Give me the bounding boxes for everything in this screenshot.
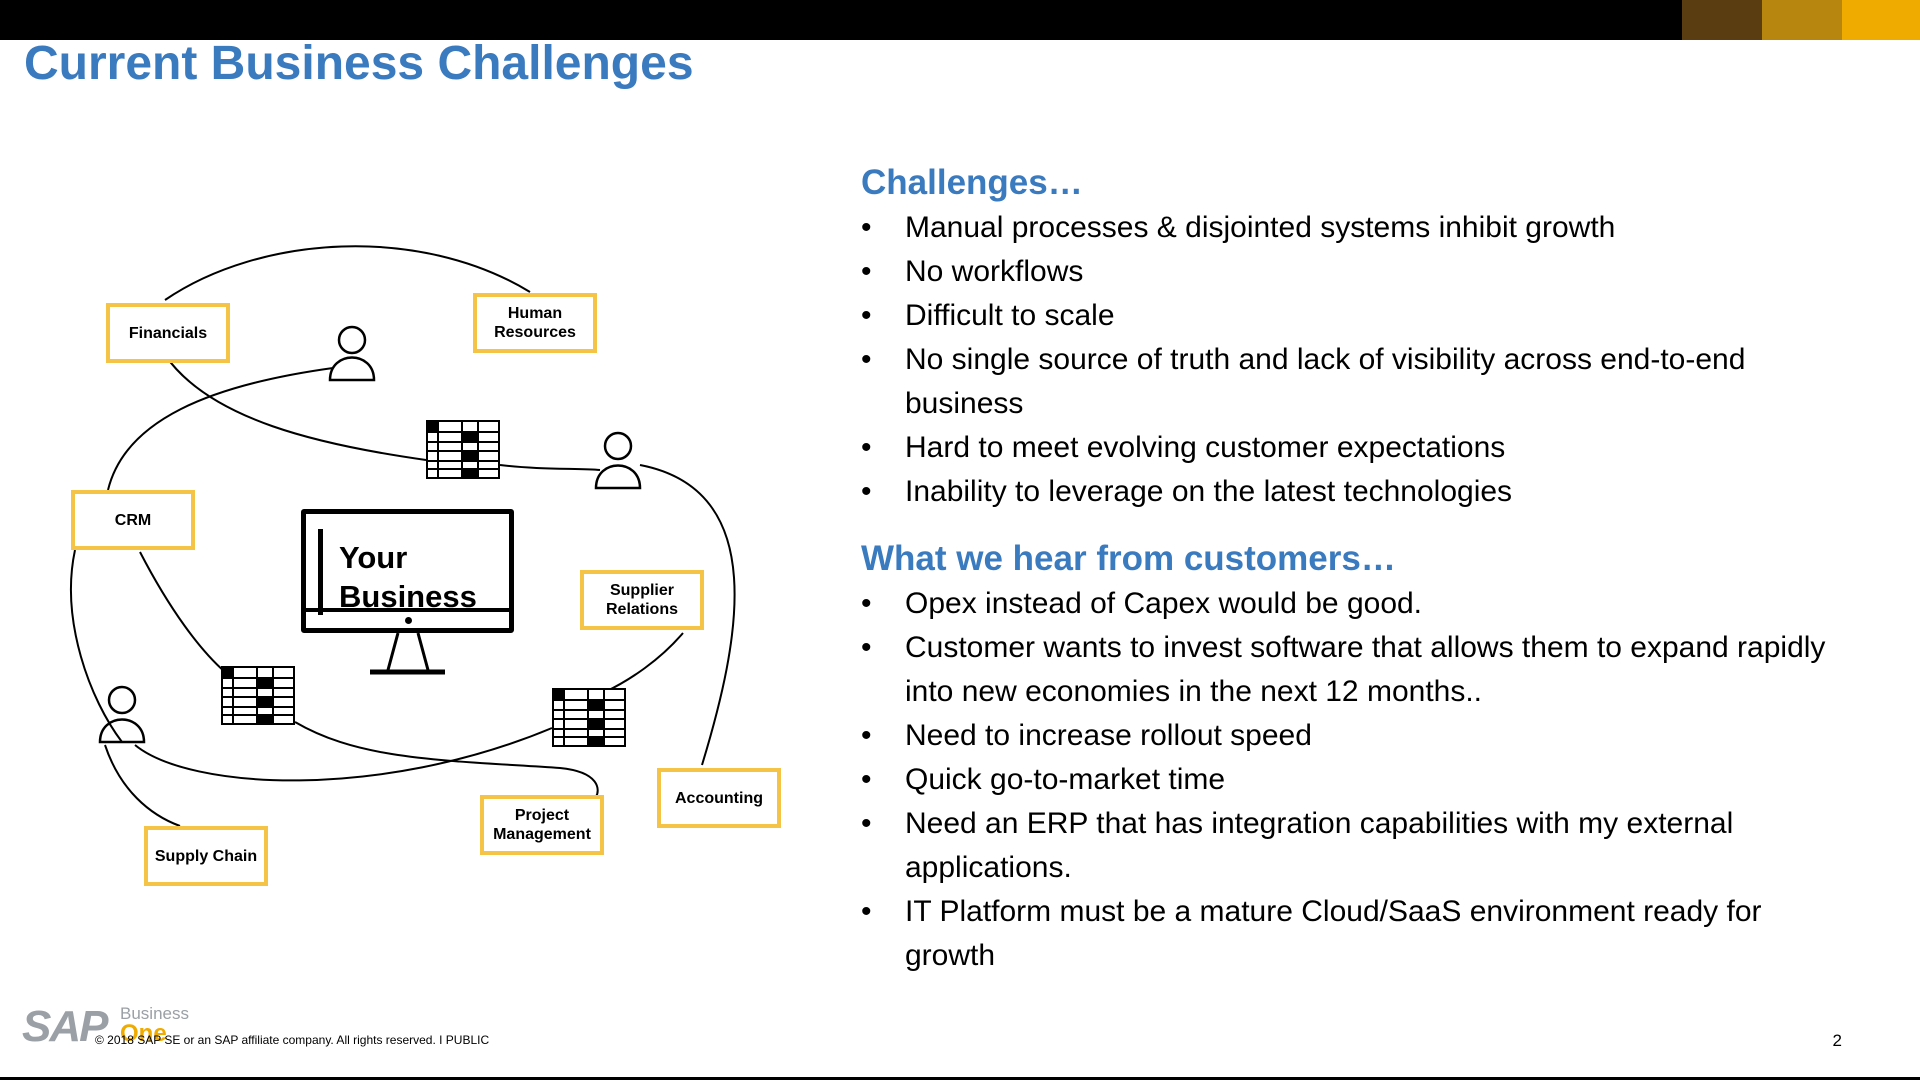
connector-person-supplychain	[104, 744, 181, 827]
monitor-stand	[370, 632, 445, 675]
list-item: Inability to leverage on the latest tech…	[861, 470, 1841, 514]
list-item: Hard to meet evolving customer expectati…	[861, 426, 1841, 470]
connector-financials-hr	[164, 245, 531, 301]
list-item: No workflows	[861, 250, 1841, 294]
top-bar-swatch-3	[1842, 0, 1920, 40]
monitor-power-dot	[405, 617, 412, 624]
connector-supplier-spreadsheet2	[604, 632, 684, 693]
person-icon	[328, 325, 376, 382]
monitor-icon: Your Business	[301, 509, 514, 633]
monitor-bezel-line	[306, 608, 509, 612]
spreadsheet-icon	[552, 688, 626, 747]
challenges-heading: Challenges…	[861, 163, 1083, 202]
your-business-label: Your Business	[339, 540, 477, 614]
challenges-list: Manual processes & disjointed systems in…	[861, 206, 1841, 514]
top-bar	[0, 0, 1920, 40]
list-item: Quick go-to-market time	[861, 758, 1841, 802]
top-bar-swatch-1	[1682, 0, 1762, 40]
connector-spreadsheet-person	[499, 464, 601, 471]
list-item: Difficult to scale	[861, 294, 1841, 338]
list-item: Need an ERP that has integration capabil…	[861, 802, 1841, 890]
spreadsheet-icon	[426, 420, 500, 479]
list-item: Opex instead of Capex would be good.	[861, 582, 1841, 626]
list-item: Manual processes & disjointed systems in…	[861, 206, 1841, 250]
monitor-cursor-bar	[318, 529, 323, 615]
node-accounting: Accounting	[657, 768, 781, 828]
customers-list: Opex instead of Capex would be good.Cust…	[861, 582, 1841, 978]
bottom-rule	[0, 1077, 1920, 1080]
connector-person-crm	[107, 367, 334, 491]
copyright-text: © 2018 SAP SE or an SAP affiliate compan…	[95, 1033, 490, 1047]
list-item: Need to increase rollout speed	[861, 714, 1841, 758]
slide-title: Current Business Challenges	[24, 37, 694, 90]
top-bar-swatch-2	[1762, 0, 1842, 40]
connector-spreadsheet-project	[294, 721, 599, 798]
connector-financials-spreadsheet	[164, 354, 427, 461]
node-crm: CRM	[71, 490, 195, 550]
connector-person-spreadsheet2	[134, 727, 553, 782]
connector-crm-left-loop	[70, 549, 123, 743]
list-item: No single source of truth and lack of vi…	[861, 338, 1841, 426]
list-item: IT Platform must be a mature Cloud/SaaS …	[861, 890, 1841, 978]
list-item: Customer wants to invest software that a…	[861, 626, 1841, 714]
person-icon	[98, 685, 146, 744]
node-supply-chain: Supply Chain	[144, 826, 268, 886]
spreadsheet-icon	[221, 666, 295, 725]
sap-business-one-logo: SAP Business One	[22, 1002, 189, 1051]
person-icon	[594, 431, 642, 490]
page-number: 2	[1832, 1031, 1842, 1050]
connector-person-accounting	[639, 464, 736, 766]
connector-crm-spreadsheet	[139, 551, 226, 673]
customers-heading: What we hear from customers…	[861, 539, 1396, 578]
node-financials: Financials	[106, 303, 230, 363]
